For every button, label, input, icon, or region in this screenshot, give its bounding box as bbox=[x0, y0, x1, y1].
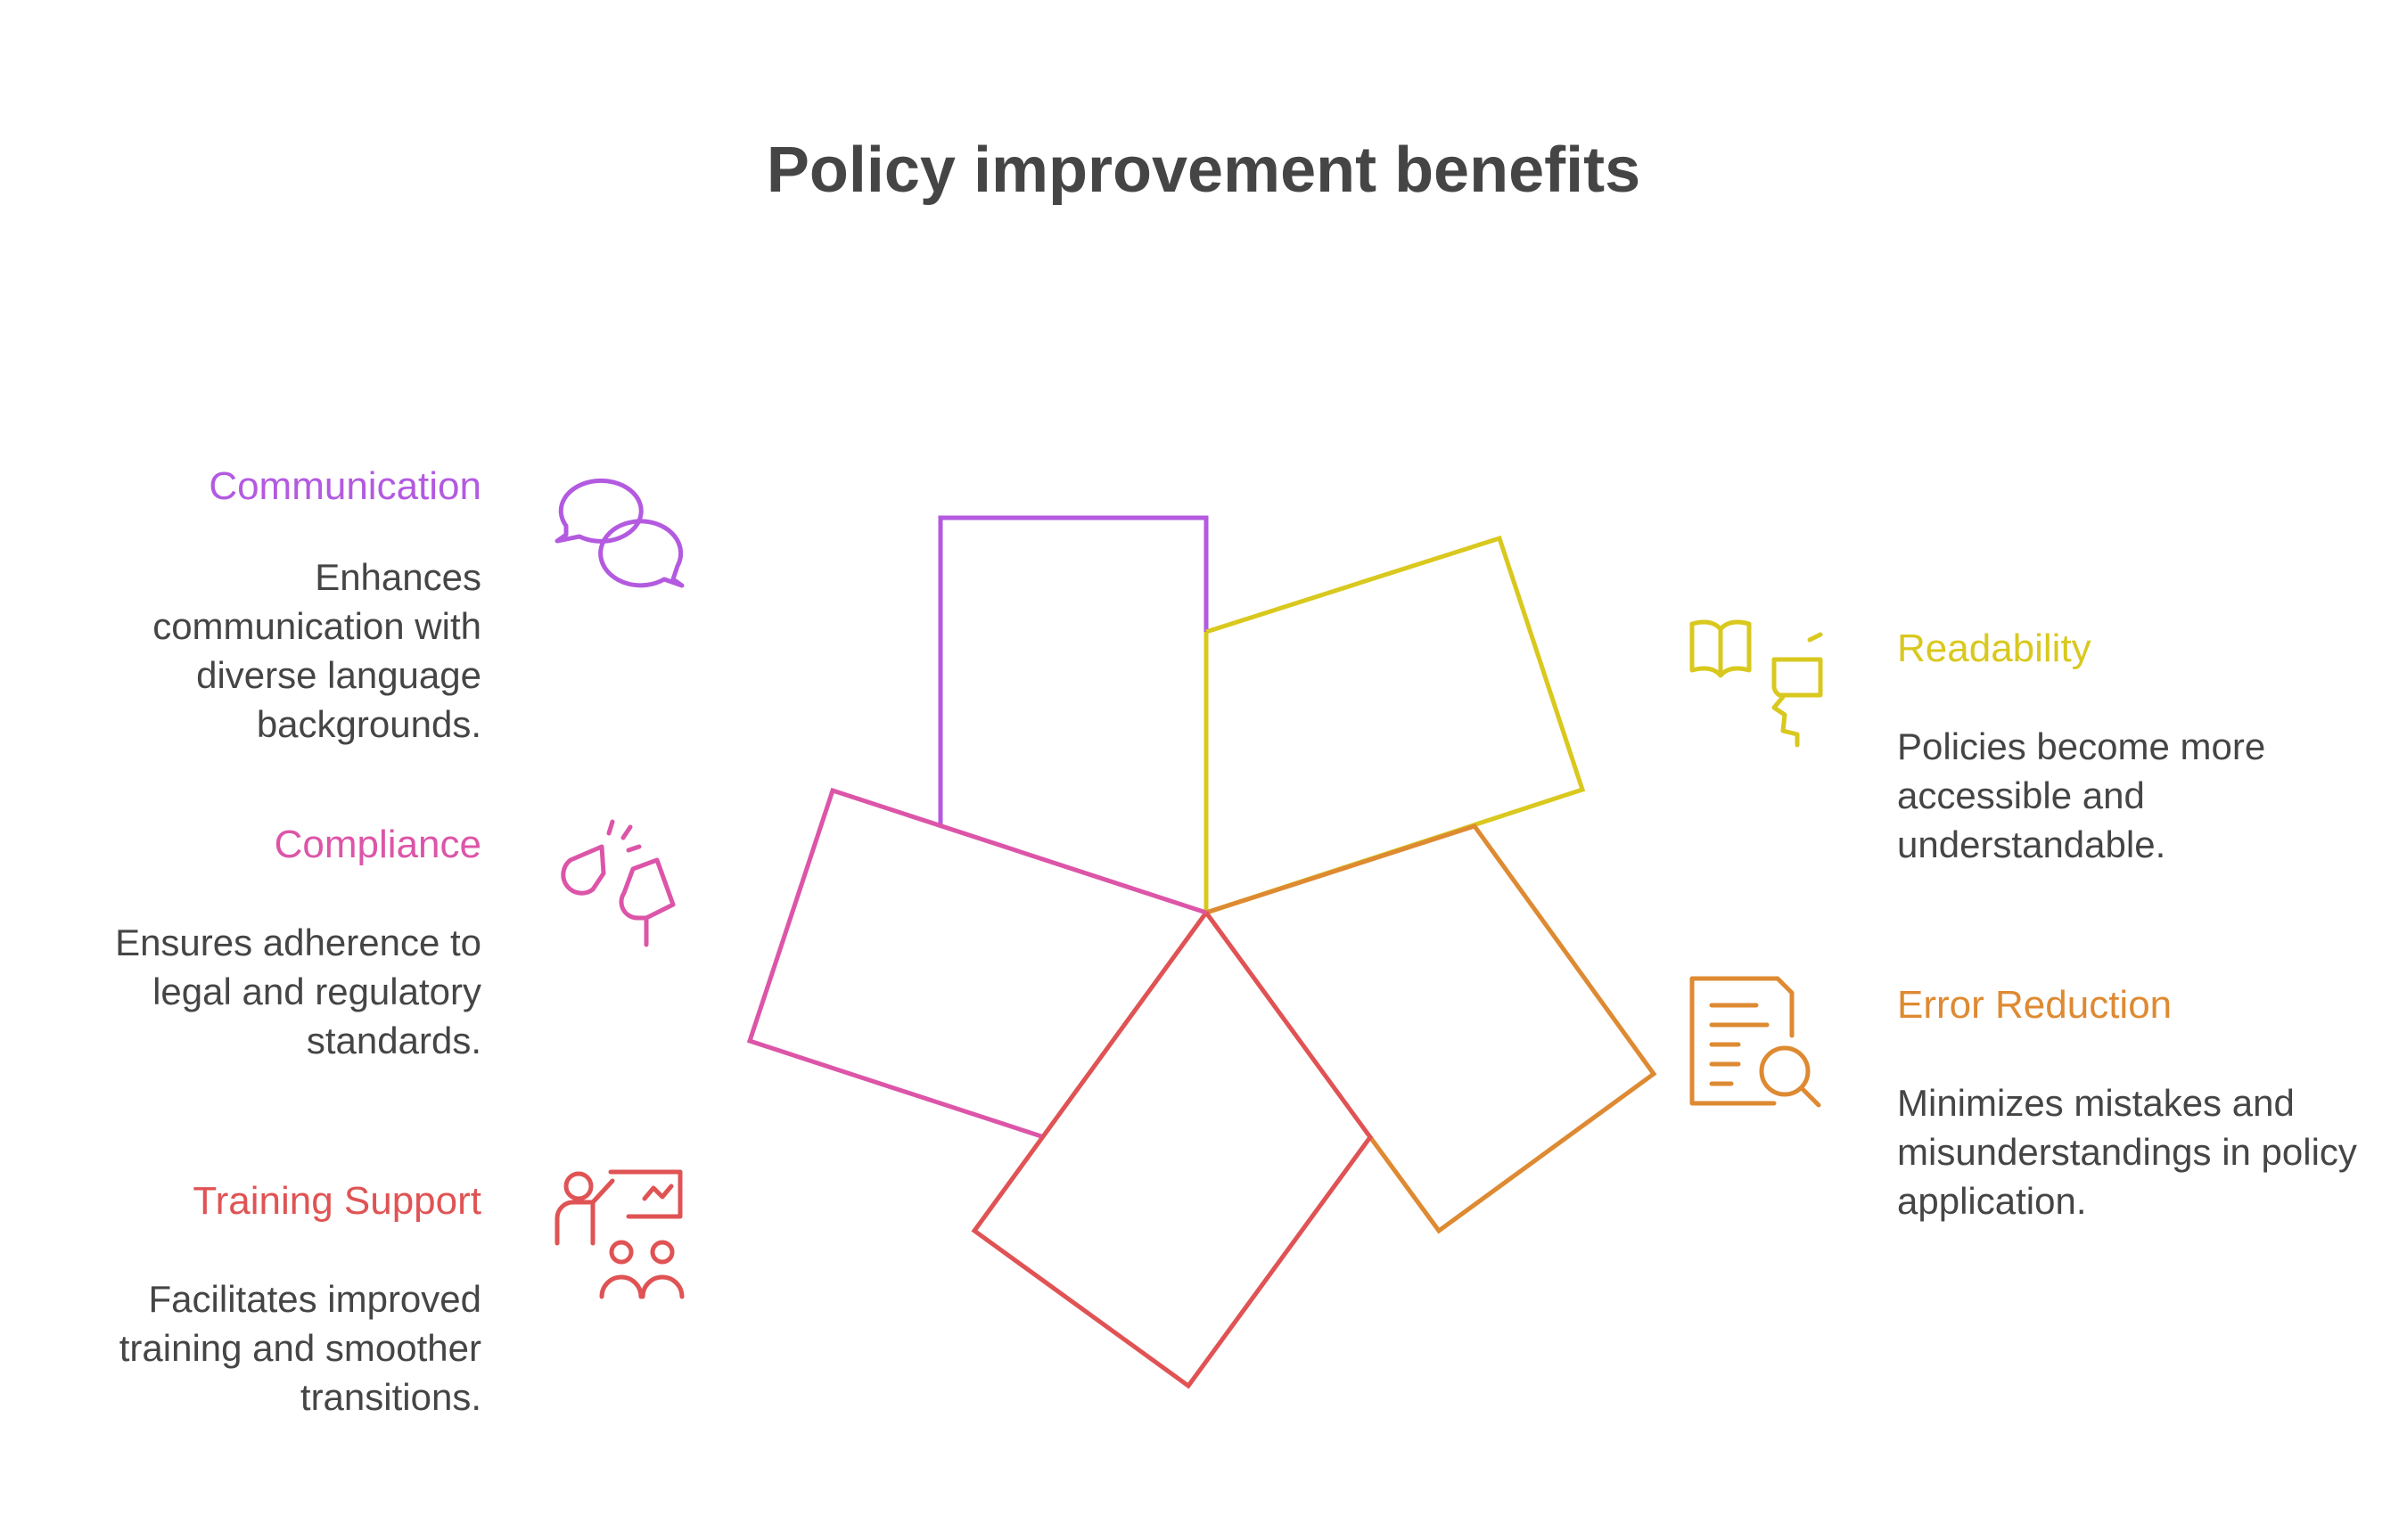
compliance-rectangle bbox=[746, 787, 1207, 1139]
training-rectangle bbox=[971, 911, 1374, 1389]
handshake-icon bbox=[548, 811, 691, 954]
communication-description: Enhances communication with diverse lang… bbox=[152, 556, 481, 745]
error-reduction-title: Error Reduction bbox=[1897, 983, 2173, 1027]
error-reduction-description: Minimizes mistakes and misunderstandings… bbox=[1897, 1082, 2357, 1222]
reading-person-icon bbox=[1685, 615, 1828, 758]
chat-bubbles-icon bbox=[548, 450, 691, 593]
document-search-icon bbox=[1685, 971, 1828, 1114]
communication-title: Communication bbox=[209, 464, 481, 508]
readability-title: Readability bbox=[1897, 627, 2091, 670]
communication-rectangle bbox=[938, 515, 1209, 824]
compliance-title: Compliance bbox=[274, 823, 481, 866]
compliance-description: Ensures adherence to legal and regulator… bbox=[115, 922, 481, 1061]
training-title: Training Support bbox=[193, 1179, 481, 1223]
error-reduction-rectangle bbox=[1205, 823, 1657, 1234]
training-description: Facilitates improved training and smooth… bbox=[119, 1278, 481, 1418]
readability-rectangle bbox=[1204, 535, 1586, 916]
diagram-title: Policy improvement benefits bbox=[766, 135, 1641, 206]
readability-description: Policies become more accessible and unde… bbox=[1897, 725, 2266, 865]
presentation-icon bbox=[548, 1163, 691, 1306]
